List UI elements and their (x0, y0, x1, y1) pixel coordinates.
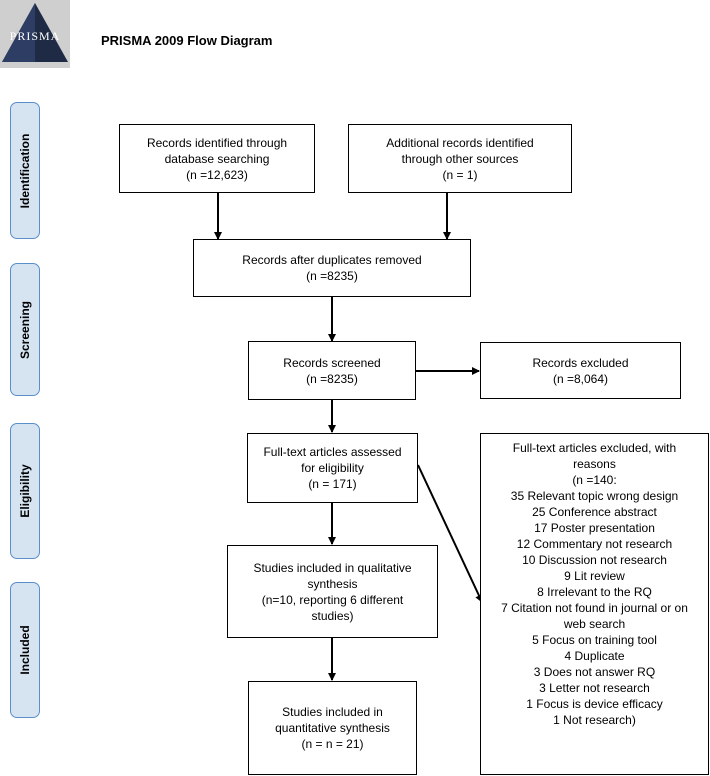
box-text-line: database searching (164, 151, 270, 166)
box-text-line: studies) (311, 608, 354, 623)
box-text-line: 1 Not research) (553, 713, 636, 727)
page-title: PRISMA 2009 Flow Diagram (101, 33, 273, 48)
box-text-line: (n =8,064) (552, 371, 609, 386)
box-text-line: (n = 1) (442, 167, 478, 182)
box-text-line: Records excluded (532, 355, 629, 370)
box-text-line: Full-text articles excluded, with (512, 441, 677, 455)
box-text-line: (n =8235) (306, 371, 358, 386)
box-text-line: (n = 171) (308, 477, 357, 491)
stage-identification: Identification (10, 102, 40, 239)
box-text-line: (n =8235) (306, 269, 358, 283)
box-text-line: 12 Commentary not research (516, 537, 673, 551)
prisma-logo: PRISMA (0, 0, 70, 68)
logo-text: PRISMA (9, 29, 61, 43)
box-text-line: 25 Conference abstract (532, 505, 657, 519)
box-text-line: Studies included in qualitative (253, 560, 412, 575)
box-records-screened: Records screened (n =8235) (248, 341, 416, 400)
box-text-line: reasons (573, 457, 616, 471)
logo-graphic (0, 0, 70, 68)
box-qualitative-synthesis: Studies included in qualitative synthesi… (227, 545, 438, 638)
box-after-duplicates: Records after duplicates removed (n =823… (193, 239, 471, 297)
box-other-sources: Additional records identified through ot… (348, 124, 572, 193)
box-text-line: synthesis (307, 576, 358, 591)
box-text-line: (n=10, reporting 6 different (261, 592, 404, 607)
box-text-line: Full-text articles assessed (263, 445, 402, 459)
box-text-line: for eligibility (301, 461, 364, 475)
box-text-line: Additional records identified (386, 135, 534, 150)
box-text-line: 5 Focus on training tool (532, 633, 657, 647)
box-text-line: 7 Citation not found in journal or on (501, 601, 688, 615)
box-text-line: (n =12,623) (186, 167, 248, 182)
box-text-line: 3 Letter not research (539, 681, 650, 695)
box-text-line: 4 Duplicate (564, 649, 625, 663)
stage-included: Included (10, 582, 40, 718)
box-text-line: 9 Lit review (564, 569, 625, 583)
box-text-line: web search (563, 617, 626, 631)
arrow-fulltext-to-excluded (417, 464, 483, 603)
stage-eligibility: Eligibility (10, 423, 40, 559)
box-records-excluded: Records excluded (n =8,064) (480, 342, 681, 399)
box-text-line: (n = n = 21) (301, 737, 364, 751)
box-fulltext-excluded: Full-text articles excluded, with reason… (480, 433, 709, 775)
box-text-line: Records identified through (146, 135, 288, 150)
box-text-line: Records after duplicates removed (242, 253, 422, 267)
box-text-line: 10 Discussion not research (522, 553, 667, 567)
box-text-line: 35 Relevant topic wrong design (510, 489, 679, 503)
box-text-line: through other sources (401, 151, 519, 166)
box-database-search: Records identified through database sear… (119, 124, 315, 193)
box-text-line: (n =140: (572, 473, 617, 487)
box-quantitative-synthesis: Studies included in quantitative synthes… (248, 681, 417, 775)
box-text-line: 3 Does not answer RQ (533, 665, 656, 679)
box-text-line: quantitative synthesis (275, 721, 390, 735)
box-text-line: 17 Poster presentation (534, 521, 655, 535)
stage-screening: Screening (10, 263, 40, 396)
box-text-line: 8 Irrelevant to the RQ (537, 585, 652, 599)
box-text-line: Studies included in (282, 705, 383, 719)
box-text-line: 1 Focus is device efficacy (526, 697, 663, 711)
box-text-line: Records screened (283, 355, 381, 370)
box-fulltext-assessed: Full-text articles assessed for eligibil… (247, 433, 418, 503)
